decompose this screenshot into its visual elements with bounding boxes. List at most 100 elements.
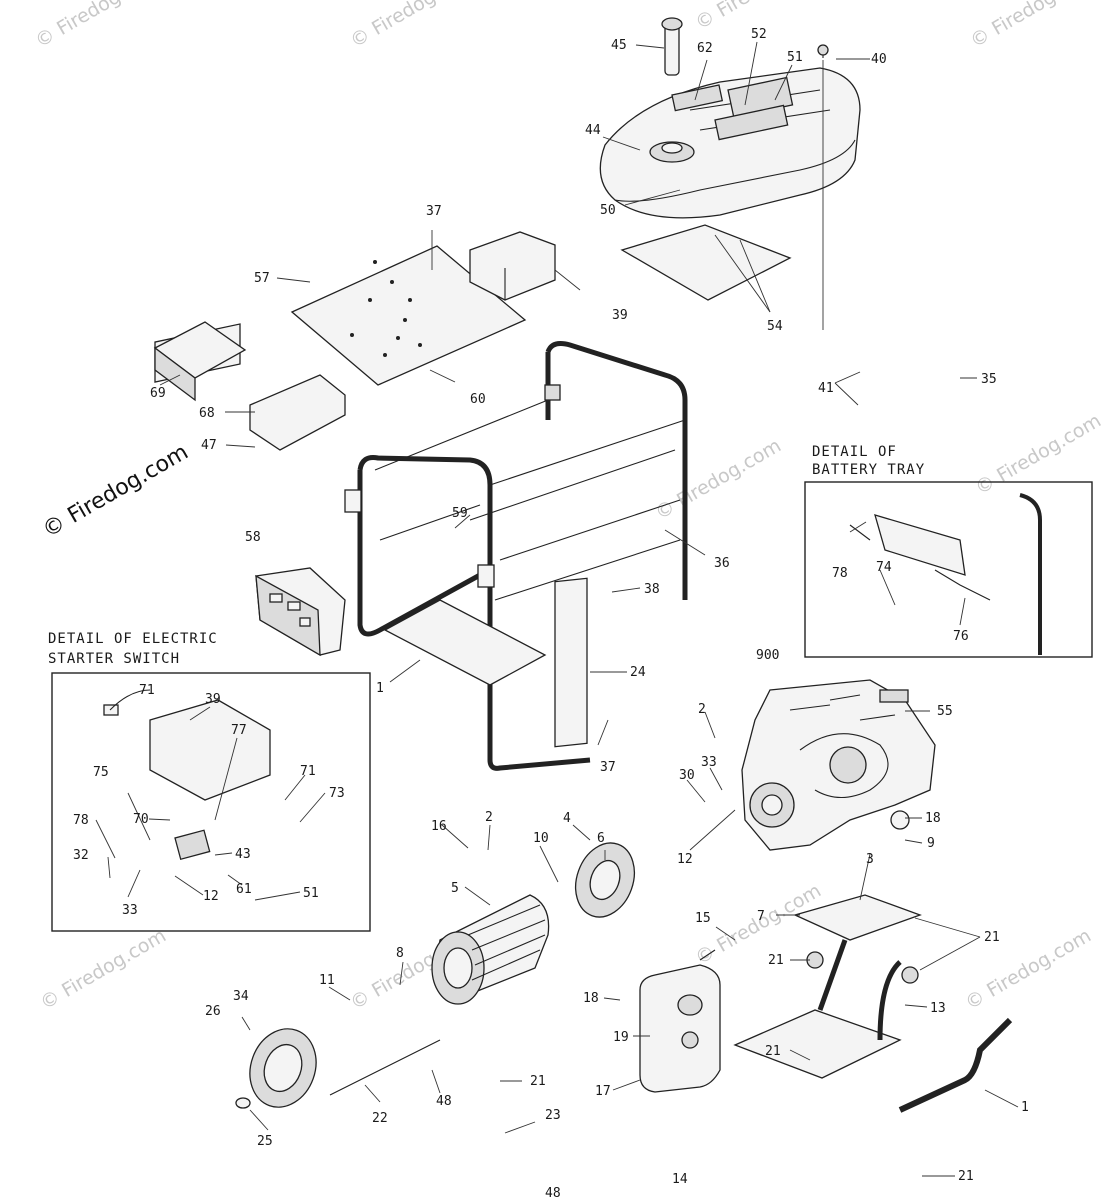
part-label: 21 — [984, 930, 1000, 945]
part-label: 21 — [958, 1169, 974, 1184]
part-label: 51 — [303, 886, 319, 901]
part-label: 62 — [697, 41, 713, 56]
watermark: © Firedog.com — [37, 925, 170, 1015]
part-label: 78 — [832, 566, 848, 581]
part-label: 41 — [818, 381, 834, 396]
part-label: 59 — [452, 506, 468, 521]
handle-base — [733, 894, 1013, 1113]
part-label: 23 — [545, 1108, 561, 1123]
part-label: 21 — [768, 953, 784, 968]
watermark: © Firedog.com — [32, 0, 165, 52]
detail-title: DETAIL OF ELECTRIC — [48, 631, 218, 647]
part-label: 13 — [930, 1001, 946, 1016]
part-label: 18 — [583, 991, 599, 1006]
engine — [741, 679, 936, 851]
part-label: 35 — [981, 372, 997, 387]
watermark: © Firedog.com — [652, 435, 785, 525]
part-label: 16 — [431, 819, 447, 834]
part-label: 51 — [787, 50, 803, 65]
detail-electric-starter-switch: DETAIL OF ELECTRIC STARTER SWITCH — [48, 631, 371, 932]
part-label: 1 — [376, 681, 384, 696]
part-label: 74 — [876, 560, 892, 575]
part-label: 60 — [470, 392, 486, 407]
watermark-main: © Firedog.com — [39, 440, 193, 543]
part-label: 19 — [613, 1030, 629, 1045]
control-plate-and-brackets — [153, 231, 556, 451]
part-label: 40 — [871, 52, 887, 67]
part-label: 25 — [257, 1134, 273, 1149]
part-label: 58 — [245, 530, 261, 545]
part-label: 33 — [701, 755, 717, 770]
part-label: 37 — [426, 204, 442, 219]
muffler — [639, 949, 721, 1093]
part-label: 24 — [630, 665, 646, 680]
watermark: © Firedog.com — [962, 925, 1095, 1015]
part-label: 26 — [205, 1004, 221, 1019]
part-label: 73 — [329, 786, 345, 801]
generator-stator — [235, 842, 635, 1109]
part-label: 69 — [150, 386, 166, 401]
watermark: © Firedog.com — [692, 880, 825, 970]
part-label: 14 — [672, 1172, 688, 1187]
part-label: 10 — [533, 831, 549, 846]
part-label: 34 — [233, 989, 249, 1004]
part-label: 17 — [595, 1084, 611, 1099]
detail-title: BATTERY TRAY — [812, 462, 925, 478]
part-label: 61 — [236, 882, 252, 897]
part-label: 78 — [73, 813, 89, 828]
part-label: 5 — [451, 881, 459, 896]
part-label: 52 — [751, 27, 767, 42]
part-label: 2 — [698, 702, 706, 717]
part-label: 68 — [199, 406, 215, 421]
part-label: 55 — [937, 704, 953, 719]
watermarks: © Firedog.com © Firedog.com © Firedog.co… — [32, 0, 1105, 1014]
part-label: 75 — [93, 765, 109, 780]
part-label: 38 — [644, 582, 660, 597]
detail-title: DETAIL OF — [812, 444, 897, 460]
leader-lines — [95, 41, 1019, 1177]
part-label: 44 — [585, 123, 601, 138]
part-label: 37 — [600, 760, 616, 775]
part-label: 3 — [866, 852, 874, 867]
part-label: 32 — [73, 848, 89, 863]
part-label: 15 — [695, 911, 711, 926]
part-label: 36 — [714, 556, 730, 571]
part-label: 77 — [231, 723, 247, 738]
part-label: 57 — [254, 271, 270, 286]
part-label: 21 — [530, 1074, 546, 1089]
detail-title: STARTER SWITCH — [48, 651, 180, 667]
part-label: 45 — [611, 38, 627, 53]
part-label: 71 — [300, 764, 316, 779]
detail-battery-tray: DETAIL OF BATTERY TRAY — [804, 444, 1093, 658]
fuel-tank — [599, 17, 861, 301]
part-label: 39 — [612, 308, 628, 323]
control-panel — [255, 567, 346, 657]
part-label: 6 — [597, 831, 605, 846]
part-label: 12 — [677, 852, 693, 867]
part-label: 1 — [1021, 1100, 1029, 1115]
part-label: 39 — [205, 692, 221, 707]
part-label: 21 — [765, 1044, 781, 1059]
part-label: 7 — [757, 909, 765, 924]
part-label: 50 — [600, 203, 616, 218]
part-label: 71 — [139, 683, 155, 698]
part-label: 30 — [679, 768, 695, 783]
part-label: 48 — [436, 1094, 452, 1109]
part-label: 18 — [925, 811, 941, 826]
part-label: 76 — [953, 629, 969, 644]
part-label: 2 — [485, 810, 493, 825]
part-label: 12 — [203, 889, 219, 904]
frame — [344, 341, 688, 771]
part-label: 22 — [372, 1111, 388, 1126]
part-label: 11 — [319, 973, 335, 988]
part-label: 54 — [767, 319, 783, 334]
part-label: 33 — [122, 903, 138, 918]
part-label: 4 — [563, 811, 571, 826]
watermark: © Firedog.com — [347, 0, 480, 52]
watermark: © Firedog.com — [972, 410, 1105, 500]
part-label: 9 — [927, 836, 935, 851]
part-label: 8 — [396, 946, 404, 961]
part-label: 48 — [545, 1186, 561, 1200]
